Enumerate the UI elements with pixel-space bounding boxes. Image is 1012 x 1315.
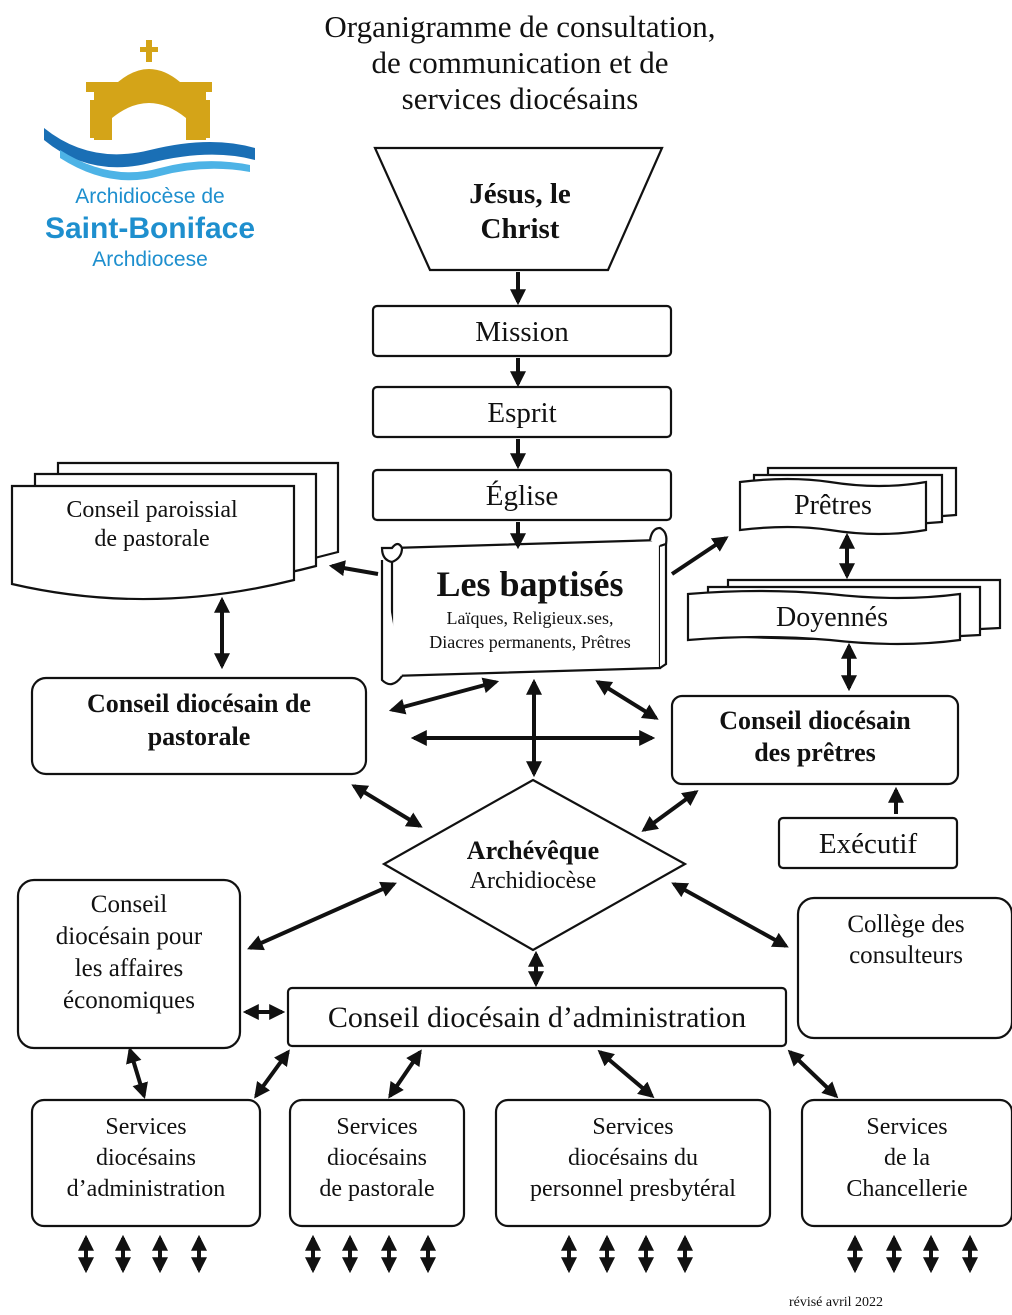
- conseil-paroissial-line-2: de pastorale: [94, 526, 209, 552]
- cathedral-icon: [86, 40, 212, 140]
- baptises-title: Les baptisés: [436, 564, 623, 604]
- node-services-chancellerie: Services de la Chancellerie: [800, 1098, 1012, 1228]
- title-line-2: de communication et de: [372, 45, 669, 80]
- affaires-eco-line-4: économiques: [63, 987, 195, 1014]
- arrow-cdp-archeveque: [351, 784, 423, 828]
- service-outreach-arrows: [78, 1234, 978, 1274]
- cdp-line-1: Conseil diocésain de: [87, 689, 311, 718]
- node-mission: Mission: [371, 304, 673, 358]
- node-services-personnel: Services diocésains du personnel presbyt…: [494, 1098, 772, 1228]
- cdpretres-line-1: Conseil diocésain: [719, 706, 911, 735]
- arrow-archeveque-college: [671, 882, 789, 948]
- services-personnel-line-2: diocésains du: [568, 1145, 698, 1171]
- jesus-line-2: Christ: [481, 213, 560, 245]
- logo-line-2: Saint-Boniface: [45, 212, 255, 245]
- affaires-eco-line-1: Conseil: [91, 891, 167, 918]
- cda-label: Conseil diocésain d’administration: [328, 1001, 746, 1034]
- arrow-baptises-cdpretres: [595, 680, 659, 720]
- eglise-label: Église: [486, 479, 559, 512]
- arrow-cda-services-pastorale: [388, 1049, 422, 1099]
- node-esprit: Esprit: [371, 385, 673, 439]
- wave-light-icon: [60, 150, 250, 181]
- conseil-paroissial-line-1: Conseil paroissial: [66, 497, 238, 523]
- node-conseil-paroissial: Conseil paroissial de pastorale: [10, 461, 340, 601]
- services-chancellerie-line-2: de la: [884, 1145, 930, 1171]
- node-baptises: Les baptisés Laïques, Religieux.ses, Dia…: [380, 526, 668, 686]
- services-chancellerie-line-3: Chancellerie: [846, 1176, 967, 1202]
- node-archeveque: Archévêque Archidiocèse: [381, 778, 688, 952]
- services-admin-line-3: d’administration: [67, 1176, 226, 1202]
- services-pastorale-line-3: de pastorale: [319, 1176, 434, 1202]
- archeveque-line-2: Archidiocèse: [470, 868, 597, 894]
- affaires-eco-line-3: les affaires: [75, 955, 184, 982]
- services-pastorale-line-2: diocésains: [327, 1145, 427, 1171]
- executif-label: Exécutif: [819, 828, 918, 860]
- services-admin-line-2: diocésains: [96, 1145, 196, 1171]
- cdp-line-2: pastorale: [148, 722, 251, 751]
- services-personnel-line-3: personnel presbytéral: [530, 1176, 736, 1202]
- title-line-3: services diocésains: [402, 81, 639, 116]
- baptises-sub-1: Laïques, Religieux.ses,: [447, 608, 614, 628]
- archdiocese-logo: Archidiocèse de Saint-Boniface Archdioce…: [44, 40, 255, 271]
- node-conseil-administration: Conseil diocésain d’administration: [286, 986, 788, 1048]
- logo-line-1: Archidiocèse de: [75, 185, 224, 208]
- node-conseil-diocesain-pastorale: Conseil diocésain de pastorale: [30, 676, 368, 776]
- esprit-label: Esprit: [487, 397, 556, 429]
- baptises-sub-2: Diacres permanents, Prêtres: [429, 632, 630, 652]
- arrow-archeveque-affaires: [247, 881, 397, 951]
- doyennes-label: Doyennés: [776, 602, 888, 633]
- title-line-1: Organigramme de consultation,: [324, 9, 715, 44]
- pretres-label: Prêtres: [794, 490, 872, 521]
- arrow-cda-services-personnel: [597, 1049, 655, 1099]
- archeveque-line-1: Archévêque: [467, 836, 599, 865]
- arrow-affaires-services-admin: [126, 1046, 148, 1100]
- revision-note: révisé avril 2022: [789, 1295, 883, 1310]
- services-personnel-line-1: Services: [592, 1114, 673, 1140]
- college-line-2: consulteurs: [849, 942, 963, 969]
- arrow-archeveque-cdpretres: [641, 790, 699, 832]
- arrow-cda-services-admin: [254, 1049, 290, 1099]
- arrow-baptises-pretres: [670, 536, 729, 576]
- node-pretres: Prêtres: [738, 466, 958, 536]
- node-services-administration: Services diocésains d’administration: [30, 1098, 262, 1228]
- arrow-cda-services-chancellerie: [787, 1049, 839, 1099]
- affaires-eco-line-2: diocésain pour: [56, 923, 203, 950]
- arrow-baptises-paroissial: [328, 560, 379, 577]
- logo-line-3: Archdiocese: [92, 248, 208, 271]
- services-admin-line-1: Services: [105, 1114, 186, 1140]
- college-line-1: Collège des: [847, 911, 964, 938]
- node-doyennes: Doyennés: [686, 578, 1002, 646]
- node-eglise: Église: [371, 468, 673, 522]
- chart-title: Organigramme de consultation, de communi…: [324, 9, 715, 116]
- node-college-consulteurs: Collège des consulteurs: [796, 896, 1012, 1040]
- node-jesus: Jésus, le Christ: [373, 146, 664, 272]
- node-affaires-economiques: Conseil diocésain pour les affaires écon…: [16, 878, 242, 1050]
- node-services-pastorale: Services diocésains de pastorale: [288, 1098, 466, 1228]
- services-chancellerie-line-1: Services: [866, 1114, 947, 1140]
- cdpretres-line-2: des prêtres: [754, 738, 876, 767]
- node-executif: Exécutif: [777, 816, 959, 870]
- mission-label: Mission: [475, 316, 569, 348]
- node-conseil-diocesain-pretres: Conseil diocésain des prêtres: [670, 694, 960, 786]
- wave-icon: [44, 128, 255, 168]
- connectors: [126, 272, 904, 1100]
- services-pastorale-line-1: Services: [336, 1114, 417, 1140]
- jesus-line-1: Jésus, le: [469, 178, 571, 210]
- arrow-baptises-cdp: [388, 677, 500, 715]
